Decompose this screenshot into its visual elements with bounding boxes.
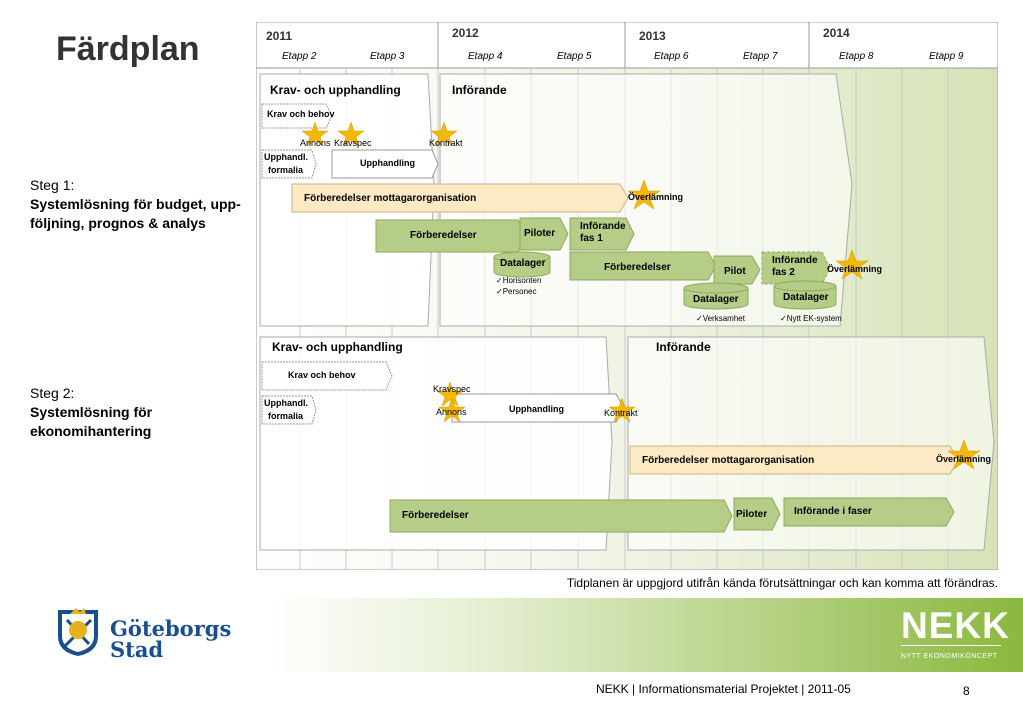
year-2014: 2014: [823, 26, 850, 40]
s1-inforande-fas2-1: Införande: [772, 255, 818, 266]
s1-kontrakt: Kontrakt: [429, 138, 463, 148]
s2-piloter: Piloter: [736, 509, 768, 520]
s1-datalager: Datalager: [500, 258, 546, 269]
s1-datalager2: Datalager: [693, 294, 739, 305]
s2-forb-mottagar: Förberedelser mottagarorganisation: [642, 455, 815, 466]
milestone-stars: [301, 121, 981, 470]
s1-datalager3: Datalager: [783, 292, 829, 303]
s1-overlamning2: Överlämning: [827, 264, 883, 274]
etapp-3: Etapp 3: [370, 51, 405, 62]
nekk-rule: [901, 645, 1001, 646]
steg1-desc-2: följning, prognos & analys: [30, 215, 206, 231]
s1-inforande-fas2-2: fas 2: [772, 267, 795, 278]
s1-annons: Annons: [300, 138, 331, 148]
logo-line2: Stad: [110, 637, 164, 662]
s1-personec: ✓Personec: [496, 287, 537, 296]
s2-upphandl-1: Upphandl.: [264, 398, 308, 408]
s1-kravspec: Kravspec: [334, 138, 372, 148]
etapp-7: Etapp 7: [743, 51, 778, 62]
steg2-desc-1: Systemlösning för: [30, 404, 153, 420]
s1-upphandl-2: formalia: [268, 165, 304, 175]
etapp-8: Etapp 8: [839, 51, 874, 62]
timeline-diagram: 2011 2012 2013 2014 Etapp 2 Etapp 3 Etap…: [255, 21, 999, 571]
s1-horisonten: ✓Horisonten: [496, 276, 542, 285]
etapp-4: Etapp 4: [468, 51, 503, 62]
s2-krav-och-behov: Krav och behov: [288, 370, 356, 380]
steg2-block: Steg 2: Systemlösning för ekonomihanteri…: [30, 384, 152, 441]
s1-phase1-title: Krav- och upphandling: [270, 83, 401, 97]
s2-annons: Annons: [436, 407, 467, 417]
steg2-desc-2: ekonomihantering: [30, 423, 152, 439]
year-2012: 2012: [452, 26, 479, 40]
year-2013: 2013: [639, 29, 666, 43]
s2-kravspec: Kravspec: [433, 384, 471, 394]
s1-forberedelser2: Förberedelser: [604, 262, 671, 273]
page-title: Färdplan: [56, 30, 200, 68]
s1-nytt-ek: ✓Nytt EK-system: [780, 314, 842, 323]
s2-phase1-title: Krav- och upphandling: [272, 340, 403, 354]
s1-inforande-fas1-2: fas 1: [580, 233, 603, 244]
etapp-2: Etapp 2: [282, 51, 317, 62]
s1-upphandl-1: Upphandl.: [264, 152, 308, 162]
s1-cylinders: [493, 251, 837, 310]
s1-piloter: Piloter: [524, 228, 556, 239]
etapp-9: Etapp 9: [929, 51, 964, 62]
s2-kontrakt: Kontrakt: [604, 408, 638, 418]
s1-verksamhet: ✓Verksamhet: [696, 314, 745, 323]
s1-pilot: Pilot: [724, 266, 746, 277]
s1-forb-mottagar: Förberedelser mottagarorganisation: [304, 193, 477, 204]
s1-krav-och-behov: Krav och behov: [267, 109, 335, 119]
steg1-desc-1: Systemlösning för budget, upp-: [30, 196, 241, 212]
year-2011: 2011: [266, 29, 293, 43]
steg1-label: Steg 1:: [30, 177, 75, 193]
goteborgs-stad-logo-text: Göteborgs Stad: [110, 618, 231, 660]
s1-forberedelser: Förberedelser: [410, 230, 477, 241]
logo-line1: Göteborgs: [110, 616, 232, 641]
s1-overlamning: Överlämning: [628, 192, 684, 202]
goteborgs-stad-crest-icon: [54, 606, 102, 658]
s2-phase2-title: Införande: [656, 340, 711, 354]
s1-inforande-fas1-1: Införande: [580, 221, 626, 232]
s2-overlamning: Överlämning: [936, 454, 992, 464]
s2-forberedelser: Förberedelser: [402, 510, 469, 521]
etapp-5: Etapp 5: [557, 51, 592, 62]
footnote: Tidplanen är uppgjord utifrån kända föru…: [566, 576, 998, 590]
s1-phase2-title: Införande: [452, 83, 507, 97]
footer-text: NEKK | Informationsmaterial Projektet | …: [596, 682, 851, 696]
s2-upphandling: Upphandling: [509, 404, 564, 414]
nekk-logo: NEKK: [901, 605, 1010, 646]
steg2-label: Steg 2:: [30, 385, 75, 401]
etapp-6: Etapp 6: [654, 51, 689, 62]
s1-upphandling: Upphandling: [360, 158, 415, 168]
s2-upphandl-2: formalia: [268, 411, 304, 421]
s2-inforande-faser: Införande i faser: [794, 506, 872, 517]
nekk-subtitle: NYTT EKONOMIKONCEPT: [901, 653, 998, 660]
footer-band: [268, 598, 1023, 672]
page-number: 8: [963, 684, 970, 698]
timeline-graphics: [255, 21, 999, 571]
steg1-block: Steg 1: Systemlösning för budget, upp- f…: [30, 176, 241, 233]
